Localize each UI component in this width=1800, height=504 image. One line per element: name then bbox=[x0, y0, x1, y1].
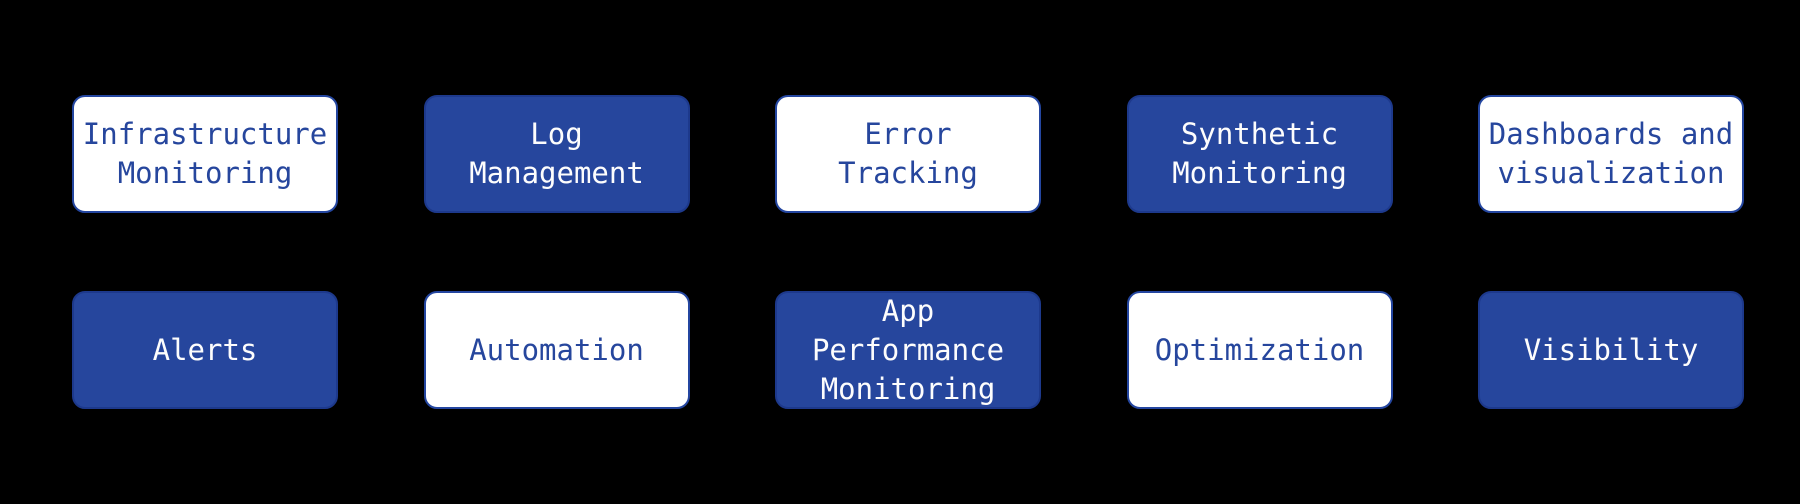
node-alerts: Alerts bbox=[72, 291, 338, 409]
node-infrastructure-monitoring: Infrastructure Monitoring bbox=[72, 95, 338, 213]
node-label: Infrastructure Monitoring bbox=[82, 117, 328, 190]
node-label: Error Tracking bbox=[838, 117, 978, 190]
node-label: Log Management bbox=[469, 117, 644, 190]
node-label: Visibility bbox=[1523, 332, 1699, 367]
node-label: Alerts bbox=[152, 332, 258, 367]
node-dashboards-and-visualization: Dashboards and visualization bbox=[1478, 95, 1744, 213]
node-log-management: Log Management bbox=[423, 95, 690, 213]
diagram-row-bottom: Alerts Automation App Performance Monito… bbox=[72, 291, 1800, 409]
diagram-row-top: Infrastructure Monitoring Log Management… bbox=[72, 95, 1800, 213]
node-app-performance-monitoring: App Performance Monitoring bbox=[775, 291, 1041, 409]
node-visibility: Visibility bbox=[1478, 291, 1744, 409]
node-label: Dashboards and visualization bbox=[1488, 117, 1734, 190]
node-label: Automation bbox=[469, 332, 644, 367]
node-optimization: Optimization bbox=[1126, 291, 1393, 409]
node-label: Optimization bbox=[1154, 332, 1365, 367]
node-automation: Automation bbox=[423, 291, 690, 409]
node-label: Synthetic Monitoring bbox=[1172, 117, 1347, 190]
node-label: App Performance Monitoring bbox=[811, 293, 1005, 406]
node-synthetic-monitoring: Synthetic Monitoring bbox=[1126, 95, 1393, 213]
node-error-tracking: Error Tracking bbox=[775, 95, 1041, 213]
